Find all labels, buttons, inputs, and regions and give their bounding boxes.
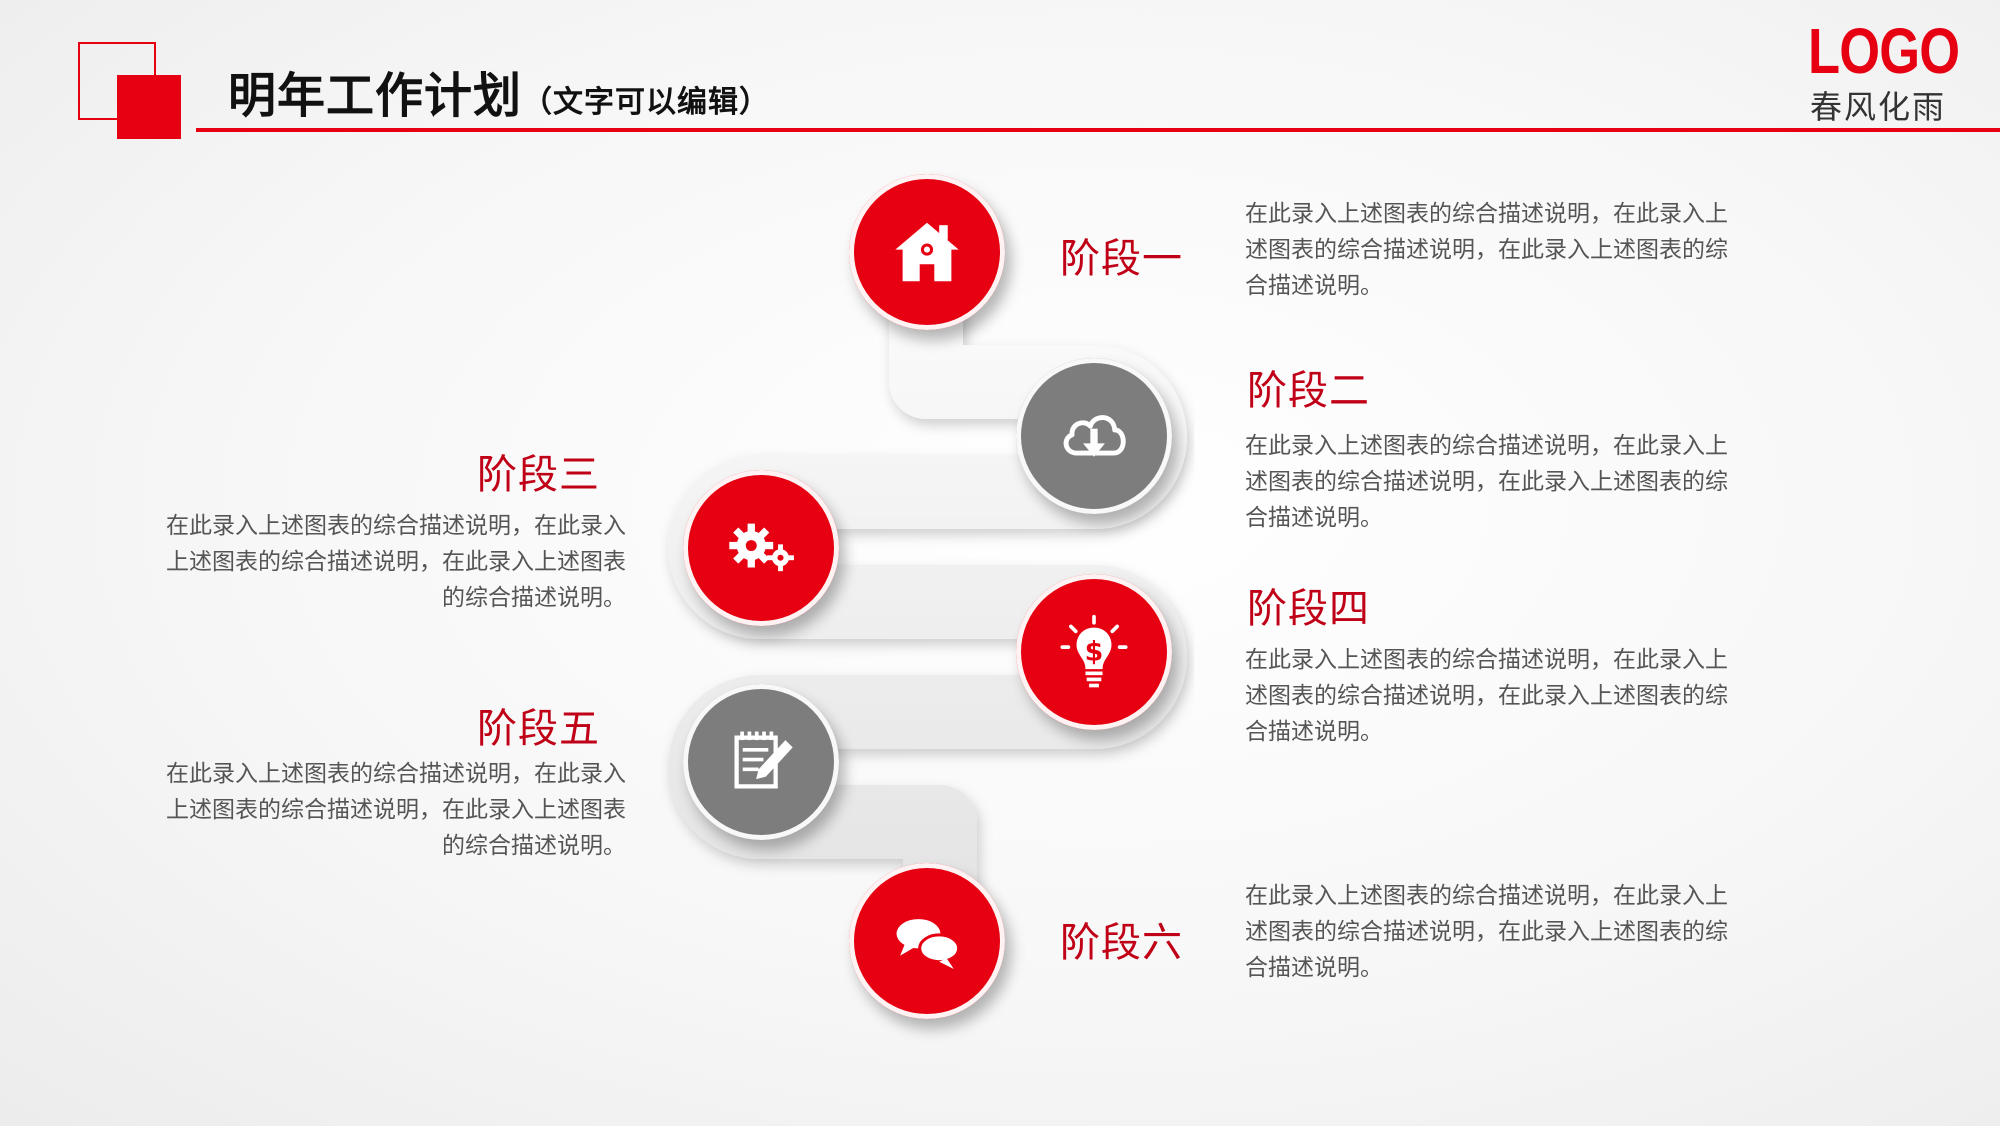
- chat-bubbles-icon: [896, 919, 961, 970]
- stage-4-node: $: [1016, 574, 1172, 730]
- stage-3-description: 在此录入上述图表的综合描述说明，在此录入上述图表的综合描述说明，在此录入上述图表…: [166, 513, 626, 611]
- page-subtitle: （文字可以编辑）: [522, 85, 771, 120]
- stage-3-title: 阶段三: [477, 452, 600, 498]
- logo-text: 春风化雨: [1810, 88, 1947, 126]
- cloud-download-icon: [1063, 415, 1126, 457]
- svg-text:$: $: [1085, 637, 1104, 668]
- stage-5-title: 阶段五: [477, 706, 600, 752]
- header-divider: [196, 128, 2000, 132]
- stage-1-node: [849, 174, 1005, 330]
- stage-4-description: 在此录入上述图表的综合描述说明，在此录入上述图表的综合描述说明，在此录入上述图表…: [1245, 647, 1728, 745]
- gears-icon: [729, 523, 794, 572]
- stage-1-description: 在此录入上述图表的综合描述说明，在此录入上述图表的综合描述说明，在此录入上述图表…: [1245, 201, 1728, 299]
- stage-2-description: 在此录入上述图表的综合描述说明，在此录入上述图表的综合描述说明，在此录入上述图表…: [1245, 433, 1728, 531]
- stage-6-title: 阶段六: [1060, 920, 1183, 966]
- stage-2-node: [1016, 358, 1172, 514]
- house-icon: [895, 222, 959, 282]
- notepad-pencil-icon: [734, 731, 793, 789]
- money-lightbulb-icon: $: [1060, 614, 1128, 688]
- stage-6-description: 在此录入上述图表的综合描述说明，在此录入上述图表的综合描述说明，在此录入上述图表…: [1245, 883, 1728, 981]
- stage-1-title: 阶段一: [1060, 236, 1183, 282]
- stage-6-node: [849, 863, 1005, 1019]
- stage-3-node: [683, 470, 839, 626]
- stage-2-title: 阶段二: [1247, 368, 1370, 414]
- page-title: 明年工作计划（文字可以编辑）: [228, 56, 770, 126]
- stage-5-description: 在此录入上述图表的综合描述说明，在此录入上述图表的综合描述说明，在此录入上述图表…: [166, 761, 626, 859]
- stage-5-node: [683, 684, 839, 840]
- stage-4-title: 阶段四: [1247, 586, 1370, 632]
- page-title-main: 明年工作计划: [228, 68, 523, 124]
- decorative-square-filled: [117, 75, 181, 139]
